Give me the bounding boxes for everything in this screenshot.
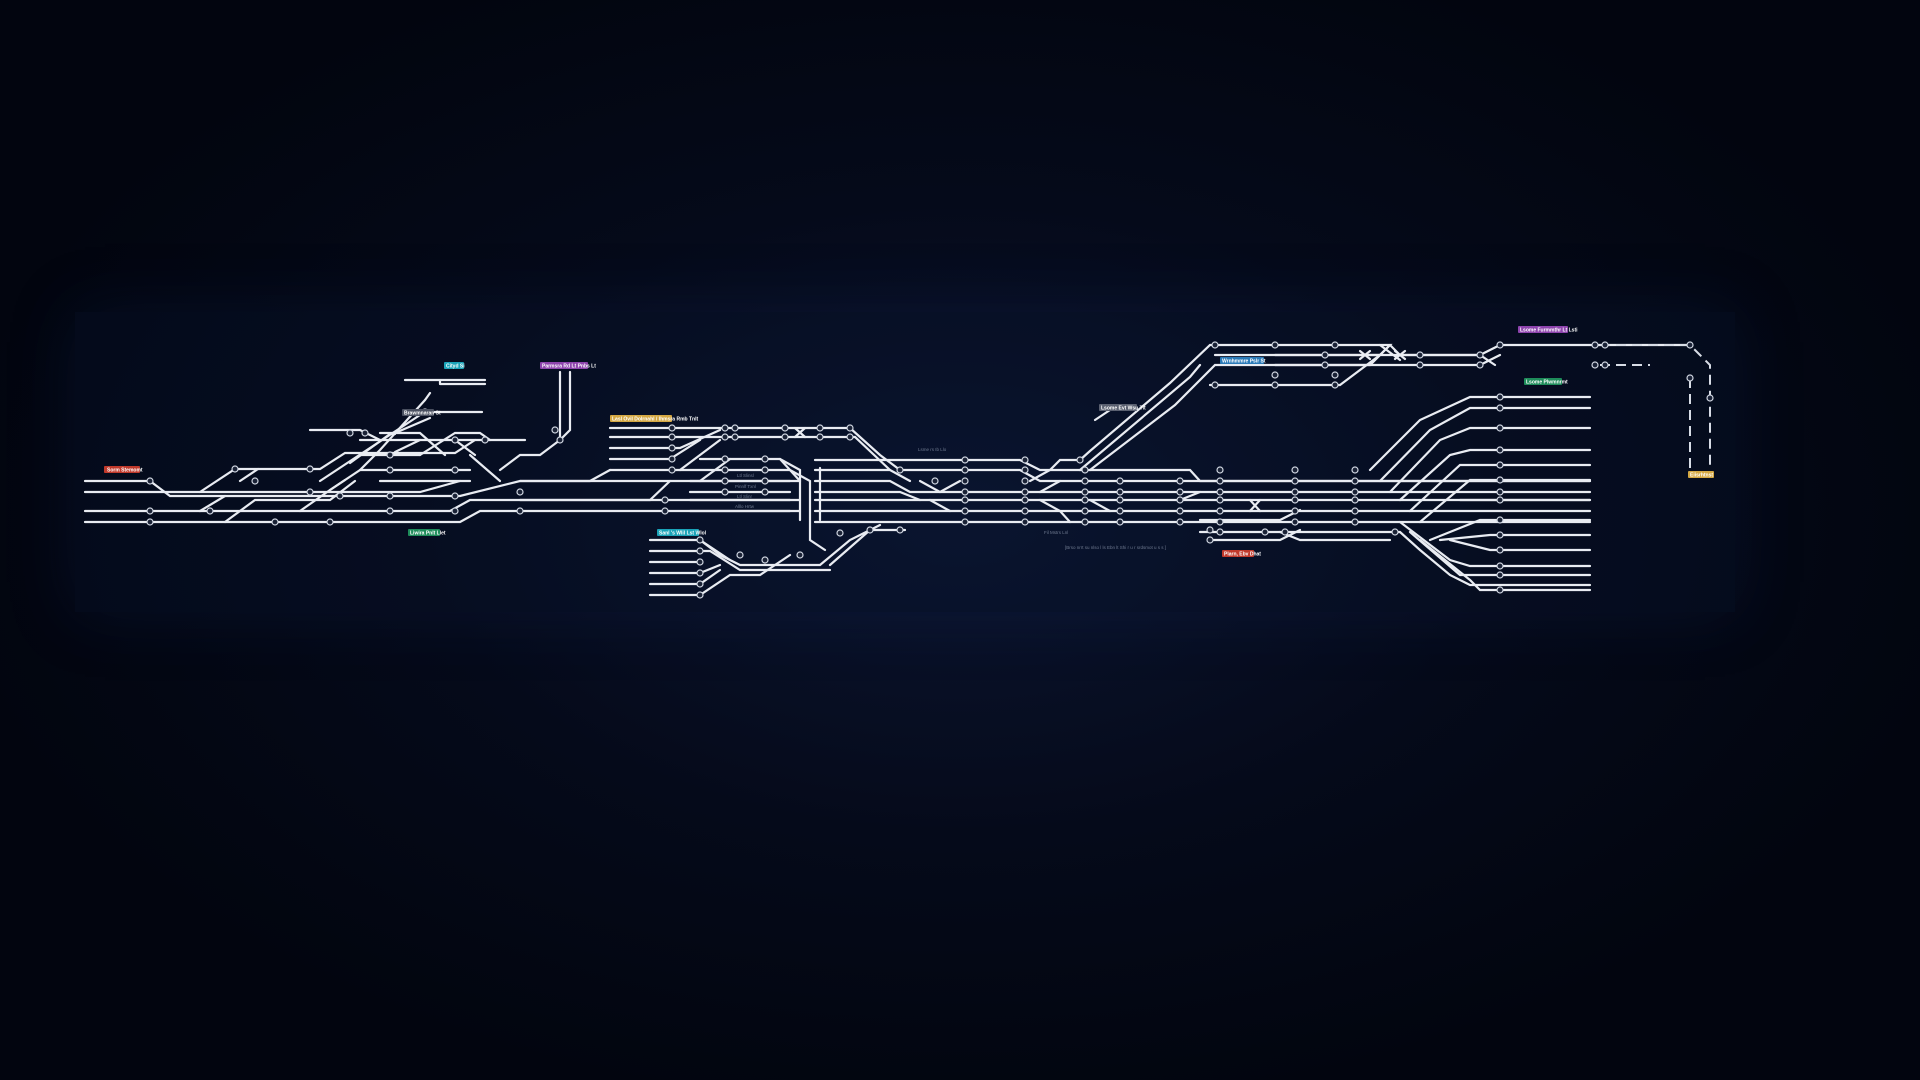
label-lsome-furmmthr[interactable]: Lsome Furmmthr Lt Lsti	[1518, 326, 1578, 334]
label-text: Lsome Evt Wsu Tlt	[1101, 406, 1146, 412]
label-bg	[1222, 550, 1254, 557]
label-bg	[657, 529, 699, 536]
label-cityd-si[interactable]: Cityd Si	[444, 362, 465, 370]
label-text: Brawmnaran St	[404, 411, 441, 417]
right-fan-tracks	[1368, 395, 1592, 592]
center-main-tracks	[813, 343, 1711, 587]
label-bg	[444, 362, 464, 369]
label-bg	[1688, 471, 1714, 478]
label-lsome-plwmnrmt[interactable]: Lsome Plwmnrmt	[1524, 378, 1568, 386]
label-text: Wrnhmmre Pslr St	[1222, 359, 1266, 365]
label-liwira-pnlt-llet[interactable]: Liwira Pnlt Llet	[408, 529, 446, 537]
label-brawmnaran-st[interactable]: Brawmnaran St	[402, 409, 441, 417]
label-parmsra-rd[interactable]: Parmsra Rd Lt Pnbs Lt	[540, 362, 596, 370]
label-text: Lsome Furmmthr Lt Lsti	[1520, 328, 1578, 334]
label-sanl-wlil[interactable]: Sanl 's Wlil Lst Wlol	[657, 529, 707, 537]
label-text: Cityd Si	[446, 364, 465, 370]
label-eiisrhtnst[interactable]: Eiisrhtnst	[1688, 471, 1714, 479]
center-left-tracks	[518, 426, 907, 597]
label-bg	[1524, 378, 1562, 385]
center-left-signals	[661, 424, 904, 599]
label-bg	[1518, 326, 1568, 333]
label-text: Parmsra Rd Lt Pnbs Lt	[542, 364, 596, 370]
label-text: Plarn, Ebv Dhat	[1224, 552, 1261, 558]
platform-label-3: Ltl Slinr	[737, 494, 753, 499]
label-lsome-evt[interactable]: Lsome Evt Wsu Tlt	[1099, 404, 1146, 412]
label-lasl-ovil[interactable]: Lasl Ovil Dolrnahl / Ihmsra Rmb Tnlt	[610, 415, 698, 423]
label-bg	[1220, 357, 1264, 364]
label-text: Lasl Ovil Dolrnahl / Ihmsra Rmb Tnlt	[612, 417, 698, 423]
label-sorm-stemomt[interactable]: Sorm Stemomt	[104, 466, 143, 474]
label-text: Eiisrhtnst	[1690, 473, 1713, 479]
annotation-mid-bottom: Fil Mstrs Lnl	[1044, 530, 1068, 535]
annotation-caption: [Brso nrrt su nlso l ls Ebn lt Shi r u r…	[1065, 545, 1166, 550]
label-text: Liwira Pnlt Llet	[410, 531, 446, 537]
label-bg	[408, 529, 440, 536]
label-wrnhmmre-pslr[interactable]: Wrnhmmre Pslr St	[1220, 357, 1266, 365]
platform-label-4: Alllo Hrtw	[735, 504, 755, 509]
label-bg	[610, 415, 672, 422]
label-bg	[540, 362, 588, 369]
platform-label-1: Ltl Slinsl	[737, 473, 754, 478]
left-signals	[146, 408, 564, 526]
label-bg	[402, 409, 434, 416]
label-bg	[104, 466, 140, 473]
annotation-mid-top: Lsme rs Ib Llo	[918, 447, 947, 452]
label-plarn-ebv-dhat[interactable]: Plarn, Ebv Dhat	[1222, 550, 1261, 558]
label-text: Sorm Stemomt	[107, 468, 143, 474]
label-text: Lsome Plwmnrmt	[1526, 380, 1568, 386]
center-right-signals	[896, 341, 1714, 594]
platform-label-2: Pinnlf Txnl	[735, 484, 756, 489]
label-text: Sanl 's Wlil Lst Wlol	[659, 531, 707, 537]
label-bg	[1099, 404, 1137, 411]
